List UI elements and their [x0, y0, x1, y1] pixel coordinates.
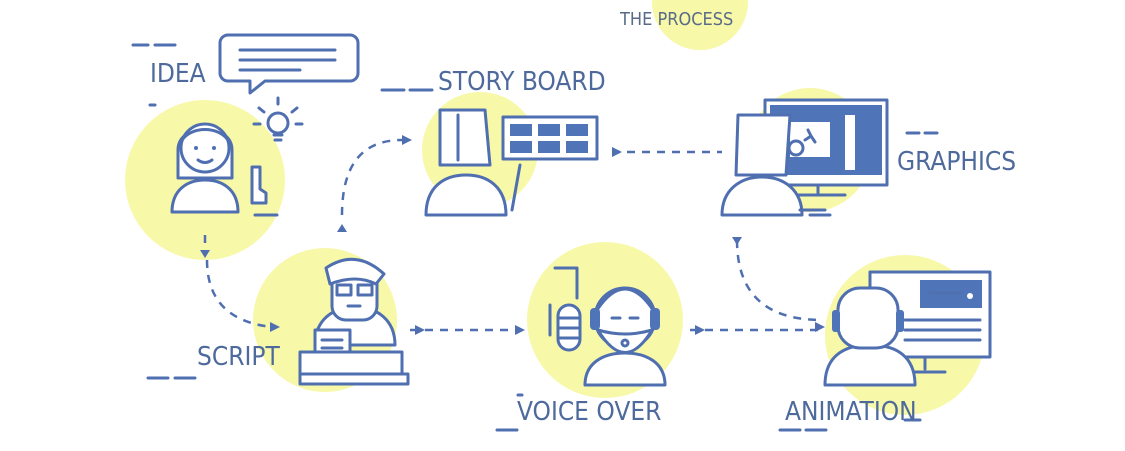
microphone-icon: [548, 266, 582, 352]
graphics-label: GRAPHICS: [897, 147, 1016, 177]
storyboard-artist-avatar: [424, 108, 508, 217]
storyboard-label: STORY BOARD: [438, 67, 606, 97]
animation-label: ANIMATION: [785, 397, 917, 427]
lightbulb-icon: [252, 96, 304, 142]
flow-arrows: [200, 135, 825, 335]
idea-step: IDEA: [131, 33, 360, 217]
typewriter-icon: [298, 328, 410, 386]
script-label: SCRIPT: [197, 342, 280, 372]
idea-label: IDEA: [150, 59, 206, 89]
graphics-artist-avatar: [720, 113, 832, 217]
storyboard-panel: [501, 115, 599, 212]
storyboard-step: STORY BOARD: [380, 67, 606, 217]
arrow-script-to-storyboard: [340, 138, 403, 216]
title-highlight: [652, 0, 748, 50]
graphics-step: GRAPHICS: [720, 98, 1016, 217]
voice-actor-avatar: [583, 286, 667, 387]
arrow-idea-to-script: [205, 259, 273, 329]
voiceover-label: VOICE OVER: [517, 397, 661, 427]
woman-avatar: [170, 122, 279, 217]
script-step: SCRIPT: [146, 257, 410, 386]
page-title: THE PROCESS: [619, 9, 733, 30]
animation-monitor: [868, 270, 992, 374]
voiceover-step: VOICE OVER: [495, 266, 667, 432]
arrow-graphics-to-animation: [735, 239, 823, 322]
animation-step: ANIMATION: [778, 270, 992, 432]
animator-avatar: [823, 286, 917, 387]
speech-bubble-icon: [218, 33, 360, 95]
